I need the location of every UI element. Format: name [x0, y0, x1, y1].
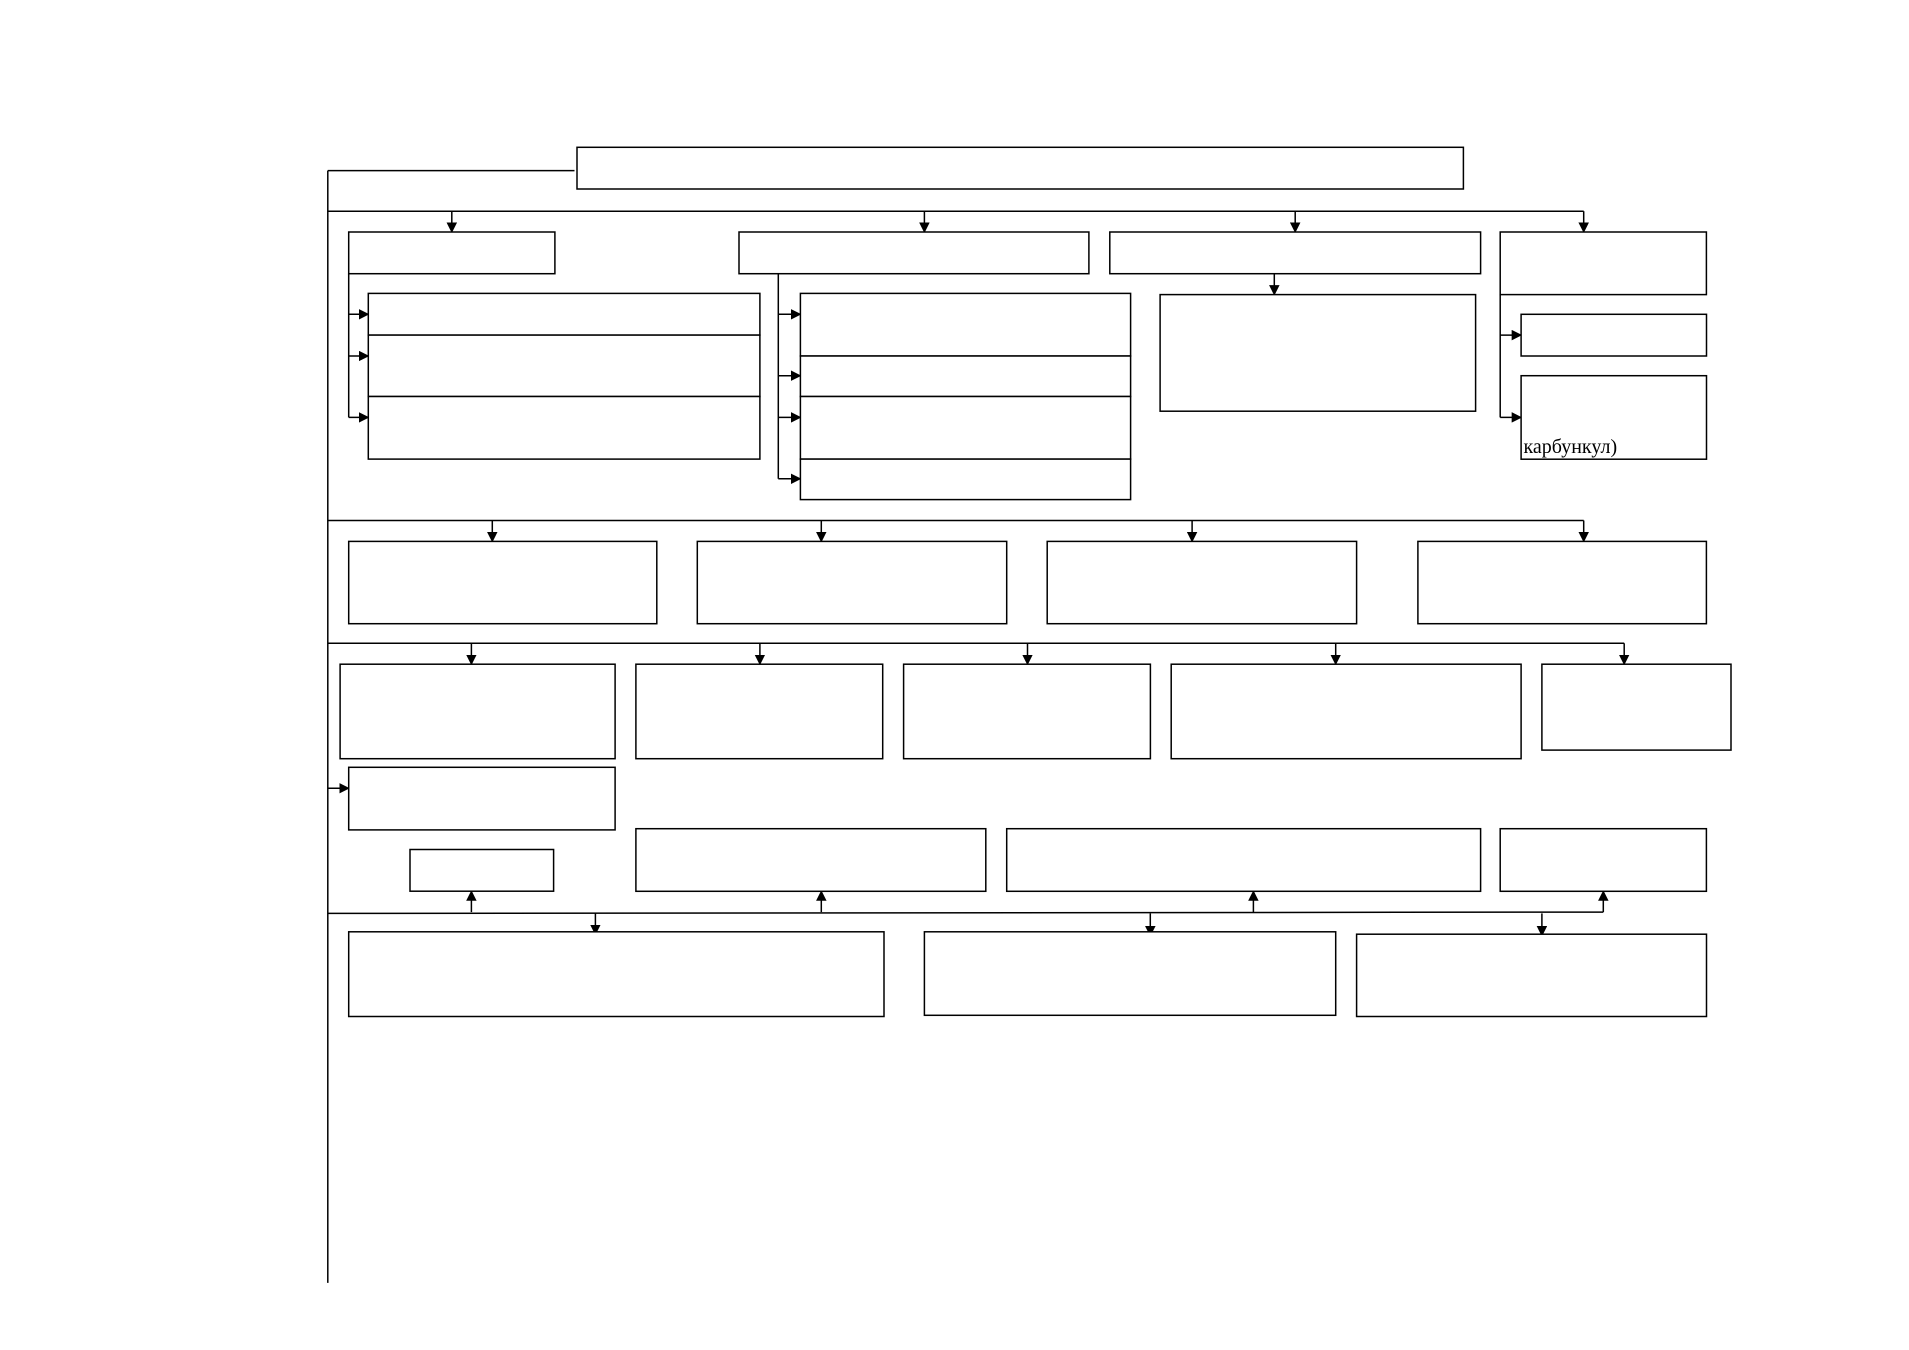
diagram-box-frame — [1109, 231, 1482, 275]
diagram-box-frame — [367, 334, 761, 398]
connector-line — [327, 911, 1604, 915]
diagram-box-r5-3 — [1355, 933, 1708, 1018]
diagram-box-frame — [347, 231, 556, 275]
diagram-box-frame — [696, 540, 1008, 625]
diagram-box-r2-3 — [1046, 540, 1358, 625]
diagram-box-r3-5 — [1541, 663, 1732, 751]
diagram-box-frame — [347, 931, 885, 1018]
diagram-box-frame — [1159, 293, 1477, 412]
diagram-box-frame — [1520, 374, 1708, 460]
diagram-box-frame — [1520, 313, 1708, 357]
diagram-box-c4-a — [1520, 313, 1708, 357]
diagram-box-c3-a — [1159, 293, 1477, 412]
diagram-box-frame — [1417, 540, 1708, 625]
diagram-box-c2-a — [799, 292, 1132, 357]
diagram-box-r3-4 — [1170, 663, 1522, 760]
diagram-box-frame — [1170, 663, 1522, 760]
diagram-box-r2-4 — [1417, 540, 1708, 625]
diagram-box-frame — [1499, 827, 1708, 893]
diagram-box-frame — [635, 827, 987, 893]
diagram-box-r3-3 — [902, 663, 1152, 760]
diagram-box-c1-a — [367, 292, 761, 336]
diagram-box-r4-side — [347, 766, 616, 831]
diagram-box-frame — [1541, 663, 1732, 751]
diagram-box-r5-2 — [923, 931, 1337, 1017]
diagram-box-root — [576, 146, 1465, 190]
diagram-box-frame — [1046, 540, 1358, 625]
diagram-box-frame — [923, 931, 1337, 1017]
diagram-box-c2-c — [799, 395, 1132, 460]
diagram-box-frame — [367, 395, 761, 460]
diagram-box-frame — [347, 766, 616, 831]
diagram-box-r4-3 — [1005, 827, 1482, 893]
diagram-box-c1-b — [367, 334, 761, 398]
diagram-box-frame — [1499, 231, 1708, 296]
diagram-box-frame — [367, 292, 761, 336]
diagram-box-label: карбункул) — [1524, 436, 1618, 458]
diagram-box-frame — [1355, 933, 1708, 1018]
diagram-box-frame — [347, 540, 658, 625]
diagram-box-c2 — [738, 231, 1090, 275]
diagram-box-c2-d — [799, 458, 1132, 501]
diagram-box-frame — [799, 292, 1132, 357]
diagram-box-frame — [339, 663, 616, 760]
diagram-box-r3-2 — [635, 663, 884, 760]
diagram-box-r4-4 — [1499, 827, 1708, 893]
diagram-box-c1 — [347, 231, 556, 275]
diagram-box-r5-1 — [347, 931, 885, 1018]
diagram-box-r2-1 — [347, 540, 658, 625]
diagram-box-c3 — [1109, 231, 1482, 275]
diagram-box-r4-2 — [635, 827, 987, 893]
diagram-box-r3-1 — [339, 663, 616, 760]
diagram-box-c2-b — [799, 355, 1132, 398]
diagram-box-frame — [409, 848, 555, 892]
diagram-box-frame — [1005, 827, 1482, 893]
diagram-box-c1-c — [367, 395, 761, 460]
diagram-box-frame — [576, 146, 1465, 190]
diagram-box-frame — [902, 663, 1152, 760]
diagram-box-frame — [635, 663, 884, 760]
diagram-box-r4-small — [409, 848, 555, 892]
diagram-box-r2-2 — [696, 540, 1008, 625]
diagram-box-c4-b: карбункул) — [1520, 374, 1708, 460]
diagram-box-c4 — [1499, 231, 1708, 296]
diagram-box-frame — [799, 355, 1132, 398]
diagram-box-frame — [738, 231, 1090, 275]
diagram-box-frame — [799, 395, 1132, 460]
diagram-box-frame — [799, 458, 1132, 501]
